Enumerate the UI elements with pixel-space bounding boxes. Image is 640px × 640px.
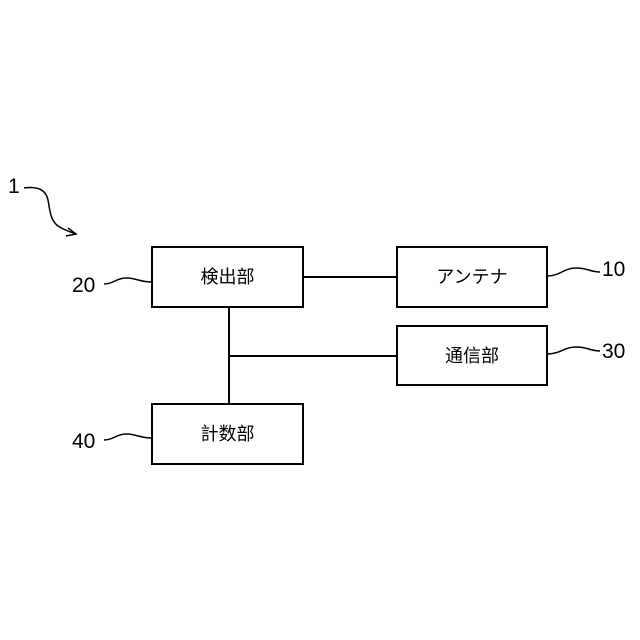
detector-label: 検出部 (201, 267, 255, 288)
figure-ref-label: 1 (8, 175, 20, 198)
figure-ref-arrow (24, 188, 76, 235)
antenna-ref-label: 10 (602, 258, 625, 281)
detector-ref-label: 20 (72, 274, 95, 297)
block-antenna: アンテナ (397, 247, 547, 307)
block-communication: 通信部 (397, 326, 547, 385)
communication-ref-label: 30 (602, 340, 625, 363)
counter-ref-leader (104, 434, 152, 440)
antenna-label: アンテナ (436, 267, 507, 288)
antenna-ref-leader (547, 268, 600, 276)
communication-ref-leader (547, 347, 600, 354)
detector-ref-leader (104, 278, 152, 284)
block-detector: 検出部 (152, 247, 303, 307)
counter-ref-label: 40 (72, 430, 95, 453)
block-counter: 計数部 (152, 404, 303, 464)
counter-label: 計数部 (201, 424, 255, 445)
communication-label: 通信部 (445, 346, 499, 367)
